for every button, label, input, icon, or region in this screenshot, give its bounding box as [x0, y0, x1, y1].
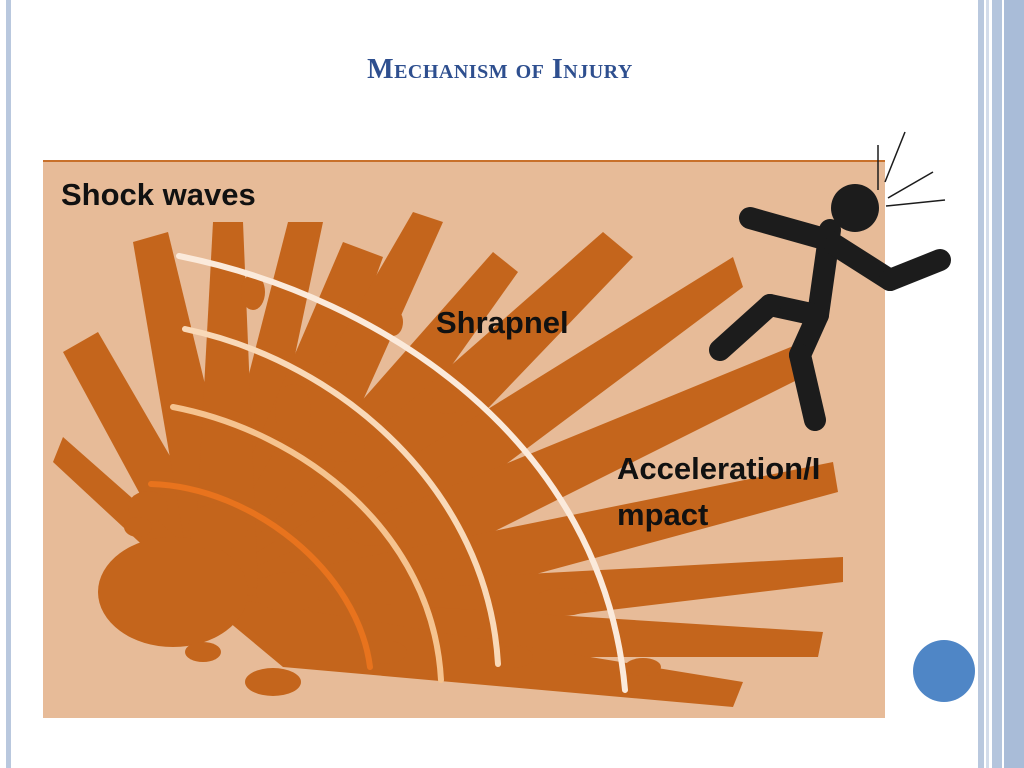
shock-wave-arc: [148, 481, 373, 670]
decorative-circle: [913, 640, 975, 702]
acceleration-label-line1: Acceleration/I: [617, 451, 821, 486]
shock-wave-arc: [182, 326, 501, 667]
person-icon: [709, 131, 951, 431]
impact-lines: [877, 131, 946, 207]
right-border-band: [1004, 0, 1024, 768]
right-border-band: [986, 0, 989, 768]
person-leg: [789, 344, 826, 431]
left-border-rule: [6, 0, 11, 768]
shock-waves-label: Shock waves: [61, 177, 256, 212]
slide-title: Mechanism of Injury: [367, 54, 633, 85]
right-border-band: [978, 0, 984, 768]
person-head: [831, 184, 879, 232]
shrapnel-debris: [98, 274, 661, 696]
acceleration-label-line2: mpact: [617, 497, 709, 532]
shock-wave-arc: [176, 253, 628, 693]
shock-wave-arc: [170, 404, 444, 683]
blast-illustration: Shock waves Shrapnel Acceleration/I mpac…: [43, 160, 885, 718]
person-leg: [709, 294, 781, 361]
shock-wave-arcs: [148, 253, 628, 693]
person-arm: [879, 249, 951, 291]
right-border-band: [992, 0, 1002, 768]
person-arm: [739, 207, 839, 251]
explosion-graphic: [53, 212, 843, 707]
shrapnel-label: Shrapnel: [436, 305, 569, 340]
